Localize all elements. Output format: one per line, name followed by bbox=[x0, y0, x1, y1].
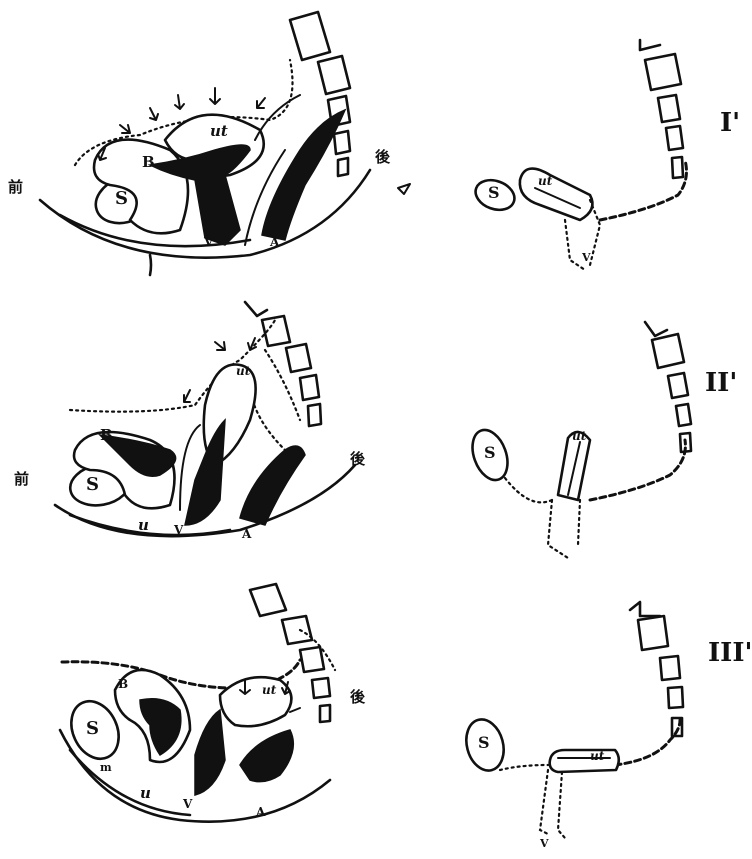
label-B-2: B bbox=[100, 428, 113, 443]
label-A-2: A bbox=[242, 528, 251, 540]
label-m-3: m bbox=[100, 762, 112, 773]
spine-schematic-2 bbox=[645, 322, 691, 452]
label-A-1: A bbox=[270, 236, 279, 248]
roman-numeral-3: III' bbox=[708, 640, 752, 666]
label-S-1: S bbox=[115, 190, 128, 208]
schematic-drawing-3 bbox=[440, 590, 752, 859]
spine-schematic-3 bbox=[630, 602, 683, 736]
label-V-2: V bbox=[174, 524, 183, 536]
sagittal-diagram-2: 前 後 S B ut u V A bbox=[0, 290, 420, 570]
schematic-label-V-3: V bbox=[540, 838, 549, 849]
posterior-label-3: 後 bbox=[350, 690, 365, 705]
roman-numeral-2: II' bbox=[705, 370, 737, 396]
schematic-drawing-1 bbox=[440, 30, 752, 290]
schematic-label-ut-1: ut bbox=[538, 175, 552, 187]
schematic-drawing-2 bbox=[440, 310, 752, 570]
label-B-3: B bbox=[118, 678, 128, 690]
schematic-label-S-1: S bbox=[488, 185, 500, 201]
posterior-label-1: 後 bbox=[375, 150, 390, 165]
anterior-label-2: 前 bbox=[14, 472, 29, 487]
sagittal-drawing-2 bbox=[0, 290, 420, 570]
roman-numeral-1: I' bbox=[720, 110, 740, 136]
posterior-label-2: 後 bbox=[350, 452, 365, 467]
label-ut-2: ut bbox=[236, 365, 250, 377]
schematic-label-S-3: S bbox=[478, 735, 490, 751]
schematic-label-ut-2: ut bbox=[572, 430, 586, 442]
schematic-diagram-3: III' S ut V bbox=[440, 590, 752, 859]
label-A-3: A bbox=[256, 806, 265, 818]
spine-2 bbox=[245, 302, 321, 426]
label-u-3: u bbox=[140, 786, 151, 801]
label-V-3: V bbox=[183, 798, 192, 810]
label-S-3: S bbox=[86, 720, 99, 738]
label-V-1: V bbox=[204, 236, 213, 248]
label-ut-3: ut bbox=[262, 684, 276, 696]
label-u-2: u bbox=[138, 518, 149, 533]
label-B-1: B bbox=[142, 155, 155, 170]
anterior-label-1: 前 bbox=[8, 180, 23, 195]
label-ut-1: ut bbox=[210, 124, 228, 139]
spine-schematic-1 bbox=[640, 40, 683, 178]
schematic-diagram-1: I' S ut V bbox=[440, 30, 752, 290]
sagittal-diagram-3: 後 S B ut m u V A bbox=[0, 580, 420, 859]
label-S-2: S bbox=[86, 476, 99, 494]
schematic-label-S-2: S bbox=[484, 445, 496, 461]
sagittal-drawing-3 bbox=[0, 580, 420, 859]
schematic-label-V-1: V bbox=[582, 252, 591, 263]
schematic-diagram-2: II' S ut bbox=[440, 310, 752, 570]
sagittal-diagram-1: 前 後 S B ut V A bbox=[0, 0, 420, 280]
schematic-label-ut-3: ut bbox=[590, 750, 604, 762]
